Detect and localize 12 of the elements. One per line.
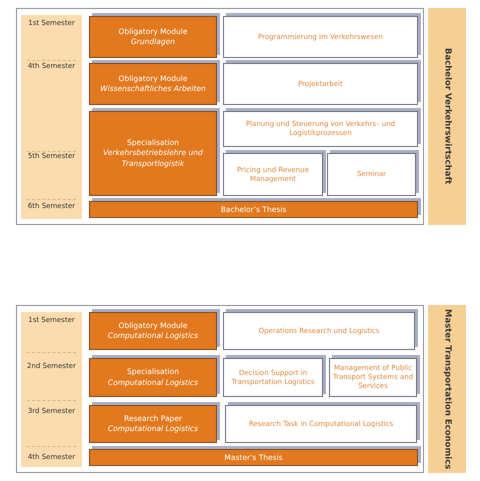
program-frame — [16, 8, 424, 225]
semester-band — [21, 15, 82, 219]
program-band: Bachelor Verkehrswirtschaft — [428, 8, 466, 225]
semester-band — [21, 312, 82, 467]
module-box — [89, 111, 217, 196]
module-box — [89, 63, 217, 105]
module-box — [89, 16, 217, 58]
program-frame — [16, 305, 424, 473]
module-box — [89, 358, 217, 397]
module-box — [89, 405, 217, 443]
program-band: Master Transportation Economics — [428, 305, 466, 473]
module-box — [89, 312, 217, 350]
